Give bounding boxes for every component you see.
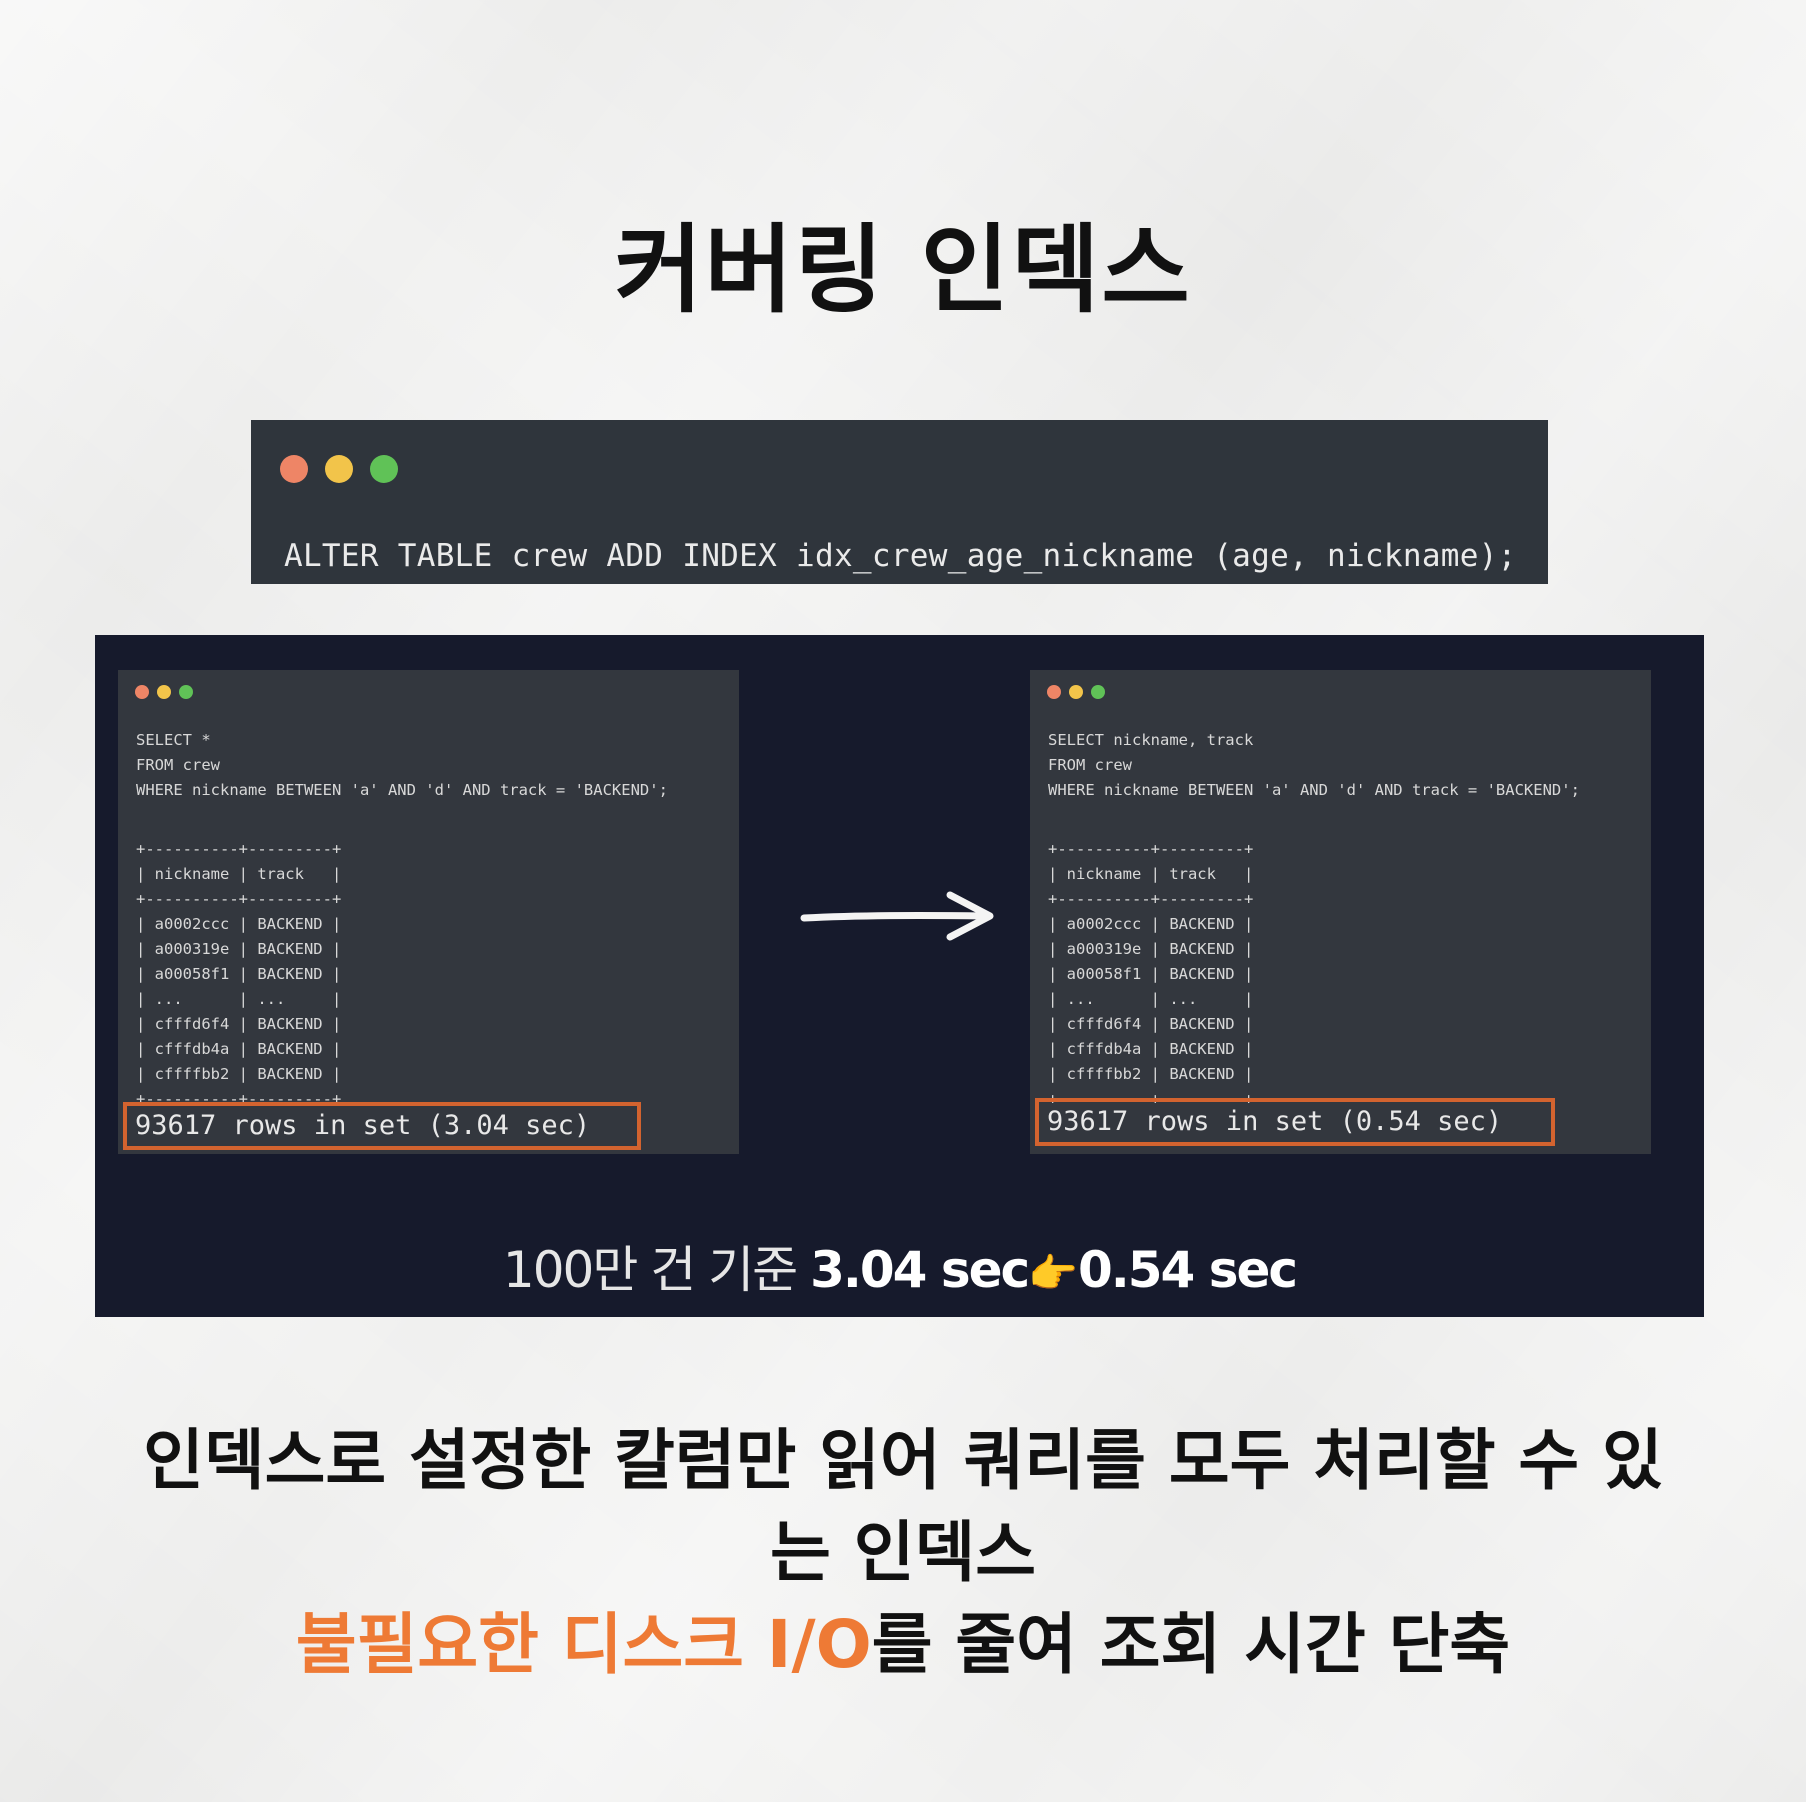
pointing-hand-icon: 👉 [1028,1251,1078,1297]
description: 인덱스로 설정한 칼럼만 읽어 쿼리를 모두 처리할 수 있 는 인덱스 불필요… [90,1415,1716,1691]
description-line-3: 불필요한 디스크 I/O를 줄여 조회 시간 단축 [90,1599,1716,1691]
minimize-dot-icon [157,685,171,699]
time-before: 3.04 sec [810,1241,1030,1299]
description-line-2: 는 인덱스 [770,1514,1036,1591]
close-dot-icon [280,455,308,483]
code-window: ALTER TABLE crew ADD INDEX idx_crew_age_… [251,420,1548,584]
result-summary: 93617 rows in set (3.04 sec) [123,1102,641,1150]
description-line-1: 인덱스로 설정한 칼럼만 읽어 쿼리를 모두 처리할 수 있 [143,1422,1663,1499]
caption-prefix: 100만 건 기준 [502,1241,798,1299]
minimize-dot-icon [325,455,353,483]
comparison-panel: SELECT * FROM crew WHERE nickname BETWEE… [95,635,1704,1317]
window-controls [280,455,398,483]
maximize-dot-icon [370,455,398,483]
query-text: SELECT * FROM crew WHERE nickname BETWEE… [136,731,668,799]
maximize-dot-icon [1091,685,1105,699]
terminal-after: SELECT nickname, track FROM crew WHERE n… [1030,670,1651,1154]
minimize-dot-icon [1069,685,1083,699]
alter-table-statement: ALTER TABLE crew ADD INDEX idx_crew_age_… [284,538,1517,574]
close-dot-icon [135,685,149,699]
description-line-3-rest: 를 줄여 조회 시간 단축 [871,1606,1511,1683]
query-text: SELECT nickname, track FROM crew WHERE n… [1048,731,1580,799]
time-after: 0.54 sec [1077,1241,1298,1299]
window-controls [135,685,193,699]
page-title: 커버링 인덱스 [614,214,1192,326]
maximize-dot-icon [179,685,193,699]
benchmark-caption: 100만 건 기준 3.04 sec👉0.54 sec [95,1240,1704,1304]
window-controls [1047,685,1105,699]
terminal-before: SELECT * FROM crew WHERE nickname BETWEE… [118,670,739,1154]
close-dot-icon [1047,685,1061,699]
result-summary: 93617 rows in set (0.54 sec) [1035,1098,1555,1146]
result-table: +----------+---------+ | nickname | trac… [1048,840,1254,1108]
result-table: +----------+---------+ | nickname | trac… [136,840,342,1108]
arrow-right-icon [800,885,1000,945]
highlight-text: 불필요한 디스크 I/O [295,1606,872,1683]
